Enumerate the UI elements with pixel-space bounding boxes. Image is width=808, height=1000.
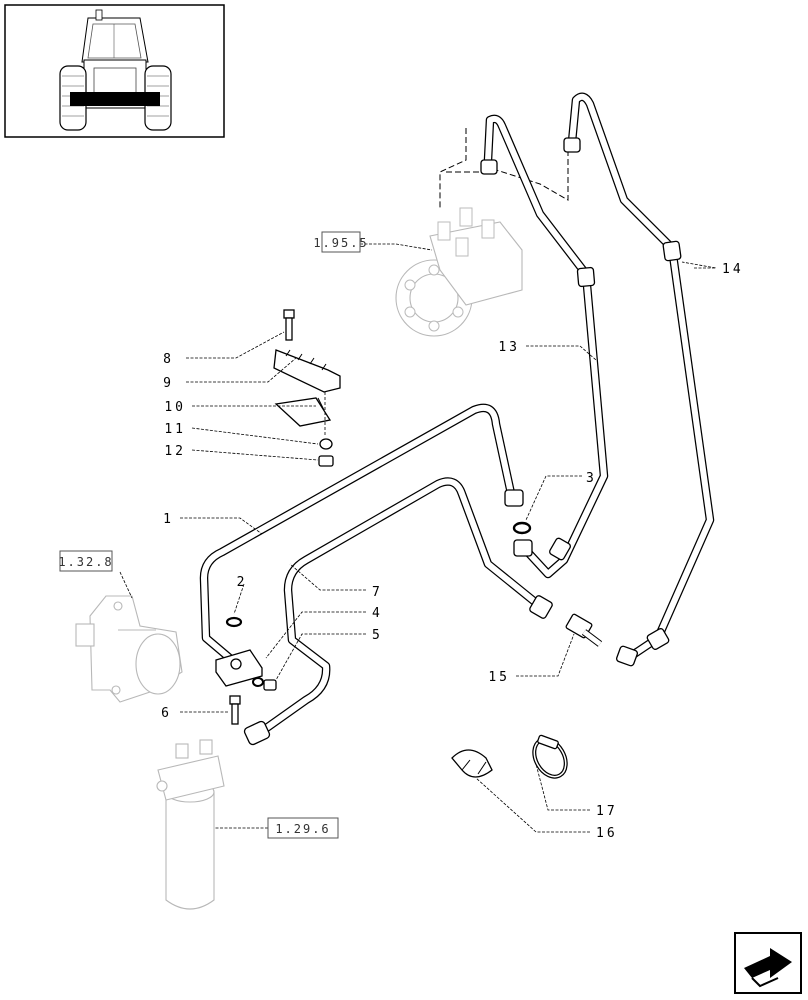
clips: [451, 734, 568, 779]
leader-lines: [119, 243, 717, 833]
tube-fittings: [243, 137, 682, 746]
steering-unit-ghost: [395, 207, 523, 337]
callout-9[interactable]: 9: [163, 376, 174, 391]
callout-13[interactable]: 13: [498, 340, 520, 355]
adapter-15: [565, 613, 603, 647]
callout-5[interactable]: 5: [372, 628, 383, 643]
tractor-thumbnail[interactable]: [4, 4, 225, 138]
callout-15[interactable]: 15: [488, 670, 510, 685]
callout-4[interactable]: 4: [372, 606, 383, 621]
callout-6[interactable]: 6: [161, 706, 172, 721]
ref-1-29-6[interactable]: 1.29.6: [275, 822, 330, 836]
tube-13: [483, 114, 609, 579]
bracket-assembly: [273, 309, 341, 467]
junction-block: [215, 616, 277, 725]
callout-12[interactable]: 12: [164, 444, 186, 459]
callout-labels: 8 9 10 11 12 1 2 3 7 4 5 6 15 13 14 17 1…: [161, 262, 744, 841]
callout-14[interactable]: 14: [722, 262, 744, 277]
reference-boxes: 1.95.5 1.32.8 1.29.6: [58, 231, 368, 839]
tube-1: [199, 403, 517, 665]
filter-ghost: [156, 739, 225, 910]
tube-7: [253, 477, 545, 739]
callout-2[interactable]: 2: [237, 575, 248, 590]
callout-7[interactable]: 7: [372, 585, 383, 600]
callout-11[interactable]: 11: [164, 422, 186, 437]
callout-17[interactable]: 17: [596, 804, 618, 819]
ref-1-95-5[interactable]: 1.95.5: [313, 236, 368, 250]
ref-1-32-8[interactable]: 1.32.8: [58, 555, 113, 569]
callout-1[interactable]: 1: [163, 512, 174, 527]
tube-14: [567, 92, 715, 663]
callout-8[interactable]: 8: [163, 352, 174, 367]
callout-10[interactable]: 10: [164, 400, 186, 415]
callout-16[interactable]: 16: [596, 826, 618, 841]
callout-3[interactable]: 3: [586, 471, 597, 486]
pump-ghost: [75, 595, 183, 703]
o-ring-3: [512, 521, 532, 535]
next-page-arrow-icon[interactable]: [734, 932, 802, 994]
phantom-lines: [439, 128, 569, 208]
